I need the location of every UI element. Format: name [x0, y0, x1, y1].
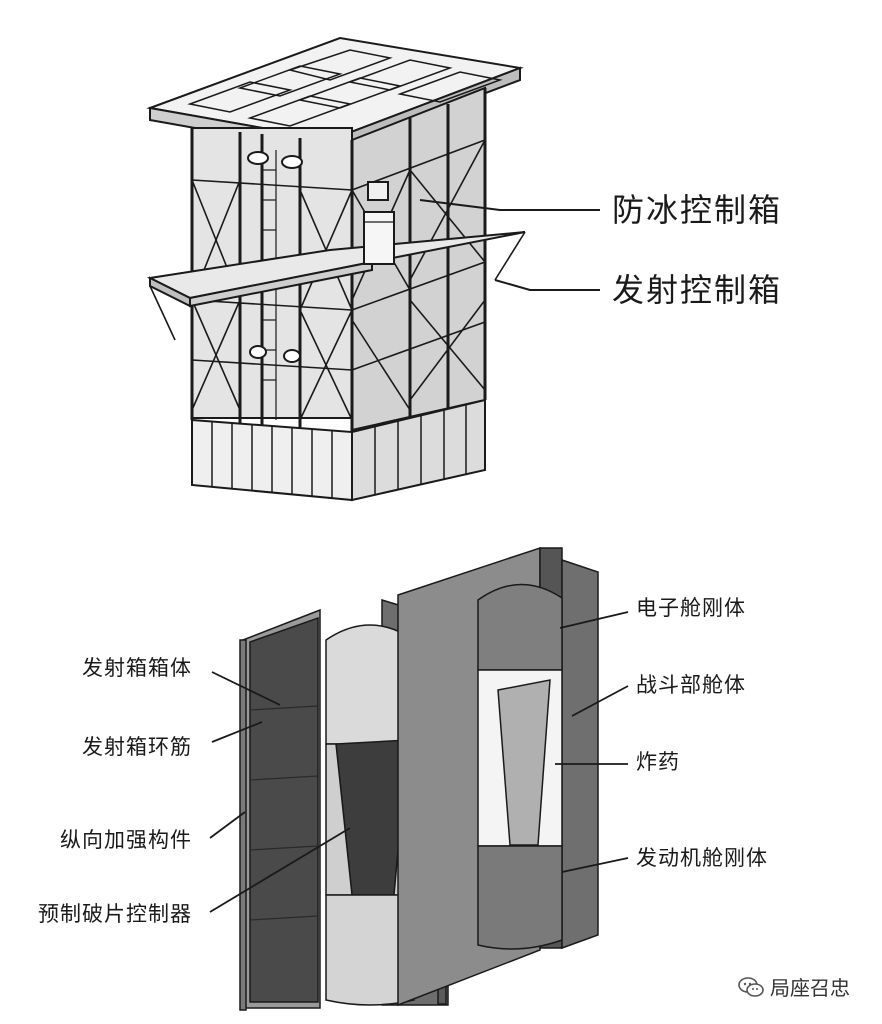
- label-anti-ice-box: 防冰控制箱: [612, 191, 783, 229]
- leader-lines-top: [419, 199, 600, 291]
- launcher-structure-drawing: [146, 36, 526, 502]
- label-launch-box-ring-rib: 发射箱环筋: [82, 735, 192, 759]
- watermark-text: 局座召忠: [770, 976, 850, 1000]
- label-fragment-controller: 预制破片控制器: [38, 902, 192, 926]
- wechat-icon: [738, 976, 764, 997]
- leader-lines-bottom: [209, 611, 629, 913]
- label-launch-box-body: 发射箱箱体: [82, 656, 192, 680]
- label-warhead-cabin: 战斗部舱体: [636, 673, 746, 697]
- watermark: 局座召忠: [738, 972, 850, 1001]
- launch-box-cutaway-drawing: [239, 546, 599, 1011]
- label-electronic-cabin: 电子舱刚体: [636, 596, 746, 620]
- label-launch-control-box: 发射控制箱: [612, 271, 783, 309]
- label-explosive: 炸药: [636, 750, 680, 774]
- label-longitudinal-member: 纵向加强构件: [60, 828, 192, 852]
- label-engine-cabin: 发动机舱刚体: [636, 846, 768, 870]
